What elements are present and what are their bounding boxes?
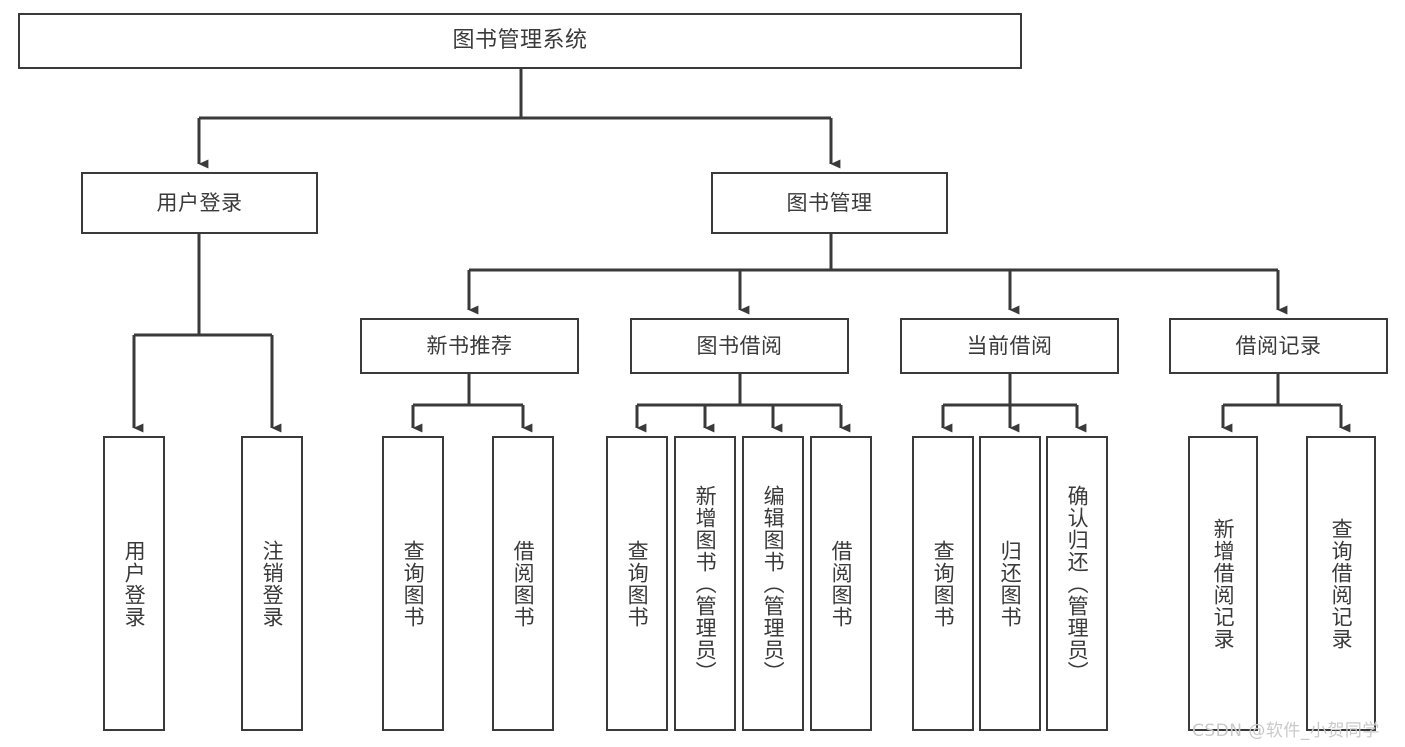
node-label: 查询图书 <box>931 539 956 628</box>
node-new-book-recommend[interactable]: 新书推荐 <box>360 318 579 374</box>
node-label: 借阅图书 <box>511 539 536 628</box>
node-book-borrow[interactable]: 图书借阅 <box>630 318 849 374</box>
node-label: 归还图书 <box>998 539 1023 628</box>
node-label: 图书借阅 <box>696 333 783 358</box>
node-label: 图书管理系统 <box>452 28 588 54</box>
node-borrow-record[interactable]: 借阅记录 <box>1169 318 1388 374</box>
leaf-book-borrow-query[interactable]: 查询图书 <box>606 436 668 731</box>
leaf-book-borrow-borrow[interactable]: 借阅图书 <box>810 436 872 731</box>
node-user-login[interactable]: 用户登录 <box>81 172 318 234</box>
node-label: 查询借阅记录 <box>1329 517 1354 650</box>
csdn-watermark: CSDN @软件_小贺同学 <box>1192 721 1380 741</box>
node-book-management[interactable]: 图书管理 <box>711 172 948 234</box>
leaf-new-book-borrow[interactable]: 借阅图书 <box>492 436 554 731</box>
leaf-new-book-query[interactable]: 查询图书 <box>382 436 444 731</box>
node-label: 新增借阅记录 <box>1211 517 1236 650</box>
node-label: 查询图书 <box>401 539 426 628</box>
leaf-borrow-record-add[interactable]: 新增借阅记录 <box>1188 436 1258 731</box>
node-label: 查询图书 <box>625 539 650 628</box>
node-label: 新增图书（管理员） <box>693 484 718 683</box>
node-label: 当前借阅 <box>966 333 1053 358</box>
leaf-book-borrow-add[interactable]: 新增图书（管理员） <box>674 436 736 731</box>
node-label: 编辑图书（管理员） <box>761 484 786 683</box>
node-label: 用户登录 <box>156 190 243 215</box>
node-label: 新书推荐 <box>426 333 513 358</box>
leaf-book-borrow-edit[interactable]: 编辑图书（管理员） <box>742 436 804 731</box>
node-label: 图书管理 <box>786 190 873 215</box>
node-label: 借阅图书 <box>829 539 854 628</box>
leaf-current-borrow-return[interactable]: 归还图书 <box>979 436 1041 731</box>
node-current-borrow[interactable]: 当前借阅 <box>900 318 1119 374</box>
node-label: 借阅记录 <box>1235 333 1322 358</box>
node-label: 确认归还（管理员） <box>1065 484 1090 683</box>
leaf-current-borrow-confirm-return[interactable]: 确认归还（管理员） <box>1046 436 1108 731</box>
node-root-book-management-system[interactable]: 图书管理系统 <box>18 13 1022 69</box>
leaf-user-login-login[interactable]: 用户登录 <box>103 436 165 731</box>
leaf-borrow-record-query[interactable]: 查询借阅记录 <box>1306 436 1376 731</box>
leaf-user-login-logout[interactable]: 注销登录 <box>241 436 303 731</box>
node-label: 注销登录 <box>260 539 285 628</box>
leaf-current-borrow-query[interactable]: 查询图书 <box>912 436 974 731</box>
node-label: 用户登录 <box>122 539 147 628</box>
